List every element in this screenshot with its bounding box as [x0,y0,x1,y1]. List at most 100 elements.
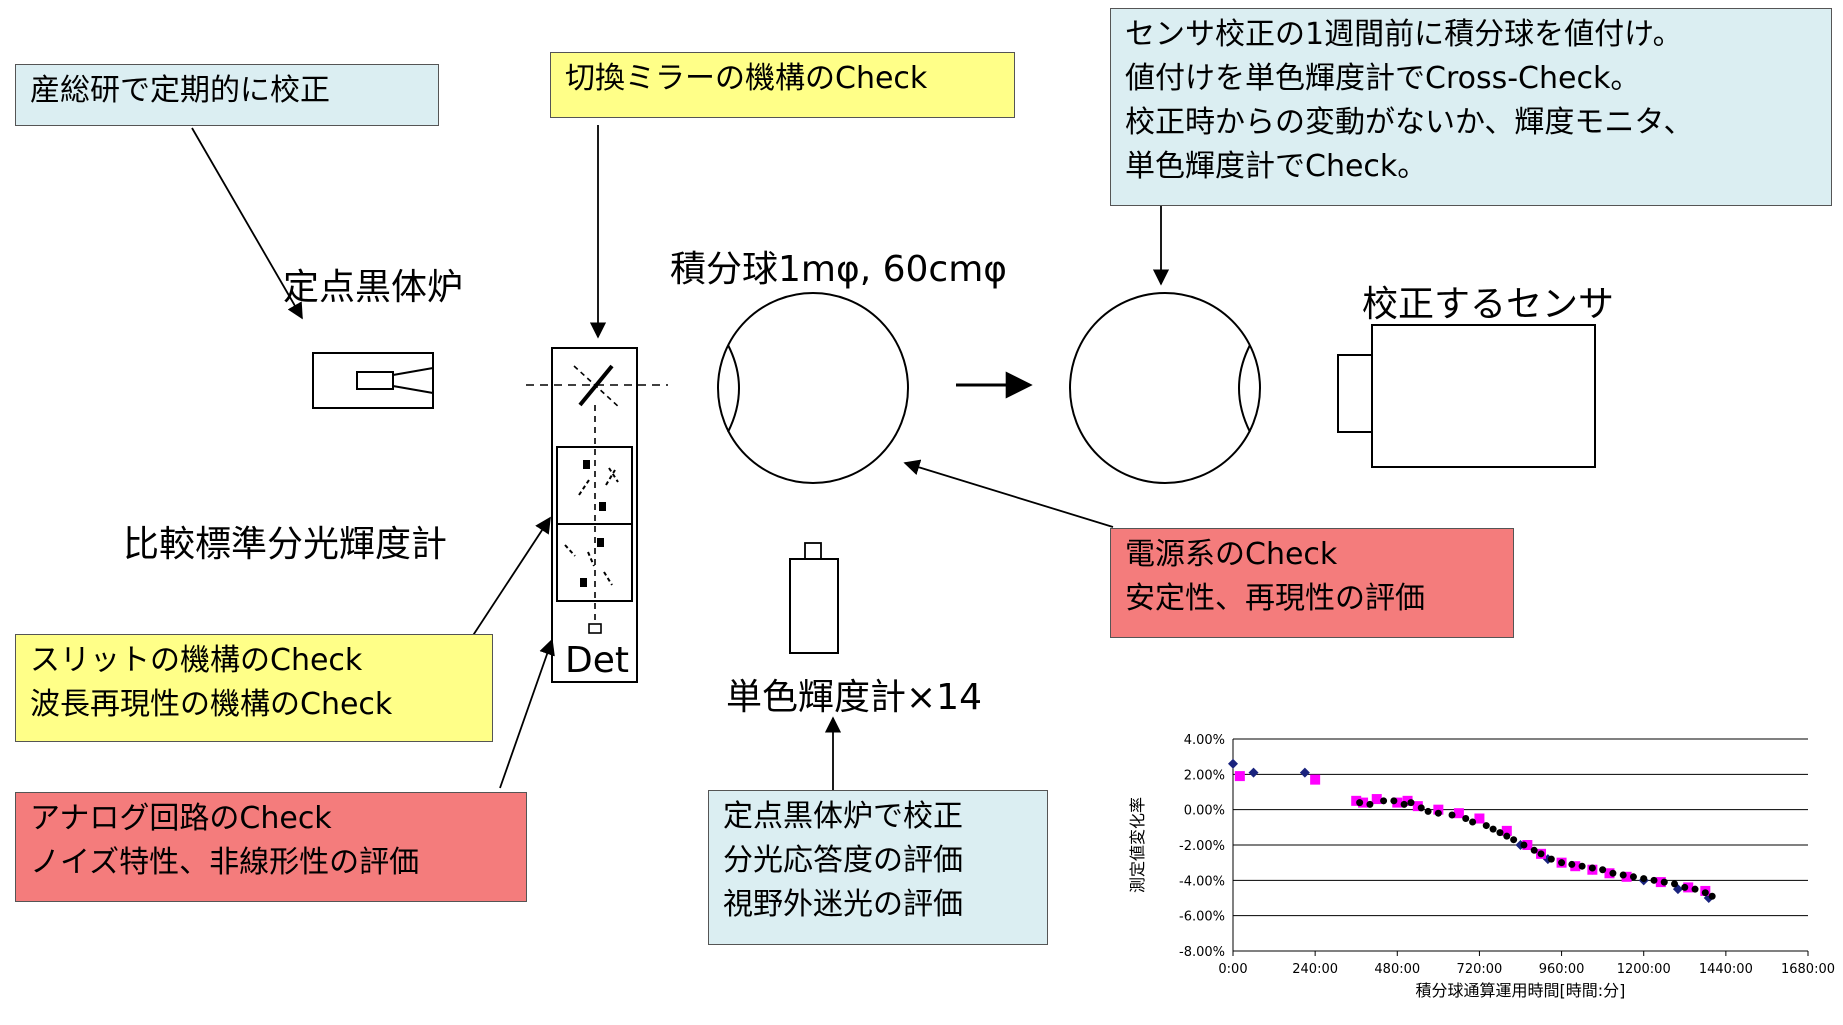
data-point-circle [1407,799,1415,807]
callout-aist-text: 産総研で定期的に校正 [30,73,330,108]
data-point-square [1453,808,1464,819]
data-point-circle [1578,862,1586,870]
sphere-note-line-1: センサ校正の1週間前に積分球を値付け。 [1125,17,1683,52]
x-axis-label: 積分球通算運用時間[時間:分] [1416,981,1626,1000]
label-spectroradiometer: 比較標準分光輝度計 [123,524,448,565]
data-point-circle [1390,797,1398,805]
slit-line-1: スリットの機構のCheck [30,643,363,678]
data-point-diamond [1248,767,1259,778]
callout-blackbody-cal: 定点黒体炉で校正 分光応答度の評価 視野外迷光の評価 [708,790,1048,945]
data-point-circle [1496,829,1504,837]
x-tick-label: 0:00 [1218,962,1247,977]
sensor-icon [1337,324,1596,468]
label-blackbody: 定点黒体炉 [283,267,464,308]
spectroradiometer-icon [526,347,668,683]
x-tick-label: 720:00 [1457,962,1503,977]
data-point-circle [1558,859,1566,867]
analog-line-1: アナログ回路のCheck [30,801,332,836]
label-det: Det [565,640,629,681]
data-point-circle [1650,876,1658,884]
label-luminance-meter: 単色輝度計×14 [726,677,982,718]
data-point-circle [1568,860,1576,868]
callout-analog: アナログ回路のCheck ノイズ特性、非線形性の評価 [15,792,527,902]
data-point-circle [1417,804,1425,812]
power-line-1: 電源系のCheck [1125,537,1338,572]
y-tick-label: 4.00% [1184,733,1225,748]
luminance-meter-icon [789,542,839,654]
data-point-circle [1537,850,1545,858]
data-point-square [1621,871,1632,882]
data-point-circle [1530,846,1538,854]
callout-slit: スリットの機構のCheck 波長再現性の機構のCheck [15,634,493,742]
power-line-2: 安定性、再現性の評価 [1125,581,1425,616]
y-axis-label: 測定値変化率 [1128,797,1147,893]
data-point-circle [1691,885,1699,893]
x-tick-label: 1200:00 [1617,962,1671,977]
data-point-square [1234,771,1245,782]
label-sensor: 校正するセンサ [1362,284,1615,325]
data-point-circle [1708,892,1716,900]
data-point-circle [1660,878,1668,886]
label-sphere: 積分球1mφ, 60cmφ [670,249,1008,290]
data-point-circle [1503,832,1511,840]
blackbody-cal-line-1: 定点黒体炉で校正 [723,799,963,834]
data-point-circle [1588,864,1596,872]
integrating-sphere-2-icon [1069,292,1261,484]
sphere-note-line-4: 単色輝度計でCheck。 [1125,149,1428,184]
arrow-power [903,459,1114,528]
data-point-square [1501,825,1512,836]
y-tick-label: -8.00% [1179,945,1225,960]
callout-sphere-note: センサ校正の1週間前に積分球を値付け。 値付けを単色輝度計でCross-Chec… [1110,8,1832,206]
data-point-circle [1619,871,1627,879]
arrow-analog [499,638,555,789]
callout-mirror-text: 切換ミラーの機構のCheck [565,61,928,96]
data-point-circle [1629,873,1637,881]
data-point-circle [1400,800,1408,808]
sphere-note-line-3: 校正時からの変動がないか、輝度モニタ、 [1125,105,1694,140]
x-tick-label: 480:00 [1374,962,1420,977]
data-point-circle [1380,797,1388,805]
x-tick-label: 960:00 [1539,962,1585,977]
x-tick-label: 1680:00 [1781,962,1835,977]
blackbody-cal-line-3: 視野外迷光の評価 [723,887,963,922]
data-point-square [1412,801,1423,812]
data-point-circle [1448,811,1456,819]
data-point-circle [1434,809,1442,817]
x-tick-label: 1440:00 [1699,962,1753,977]
integrating-sphere-icon [717,292,909,484]
y-tick-label: -6.00% [1179,910,1225,925]
data-point-circle [1489,825,1497,833]
callout-aist: 産総研で定期的に校正 [15,64,439,126]
arrow-slit [469,516,551,641]
data-point-circle [1640,875,1648,883]
data-point-square [1351,795,1362,806]
data-point-circle [1366,800,1374,808]
data-point-circle [1356,799,1364,807]
data-point-circle [1482,822,1490,830]
slit-line-2: 波長再現性の機構のCheck [30,687,393,722]
data-point-circle [1609,869,1617,877]
data-point-diamond [1672,884,1683,895]
drift-chart: 4.00%2.00%0.00%-2.00%-4.00%-6.00%-8.00%0… [1128,733,1835,1000]
data-point-circle [1681,883,1689,891]
sphere-note-line-2: 値付けを単色輝度計でCross-Check。 [1125,61,1641,96]
arrow-aist [191,127,303,320]
data-point-circle [1599,866,1607,874]
blackbody-furnace-icon [312,352,434,409]
data-point-circle [1424,807,1432,815]
data-point-square [1392,797,1403,808]
data-point-square [1371,794,1382,805]
data-point-circle [1469,818,1477,826]
data-point-circle [1547,855,1555,863]
data-point-diamond [1299,767,1310,778]
callout-power: 電源系のCheck 安定性、再現性の評価 [1110,528,1514,638]
y-tick-label: 0.00% [1184,804,1225,819]
data-point-square [1402,795,1413,806]
x-tick-label: 240:00 [1292,962,1338,977]
data-point-circle [1671,880,1679,888]
blackbody-cal-line-2: 分光応答度の評価 [723,843,963,878]
callout-mirror: 切換ミラーの機構のCheck [550,52,1015,118]
data-point-square [1474,813,1485,824]
y-tick-label: -2.00% [1179,839,1225,854]
